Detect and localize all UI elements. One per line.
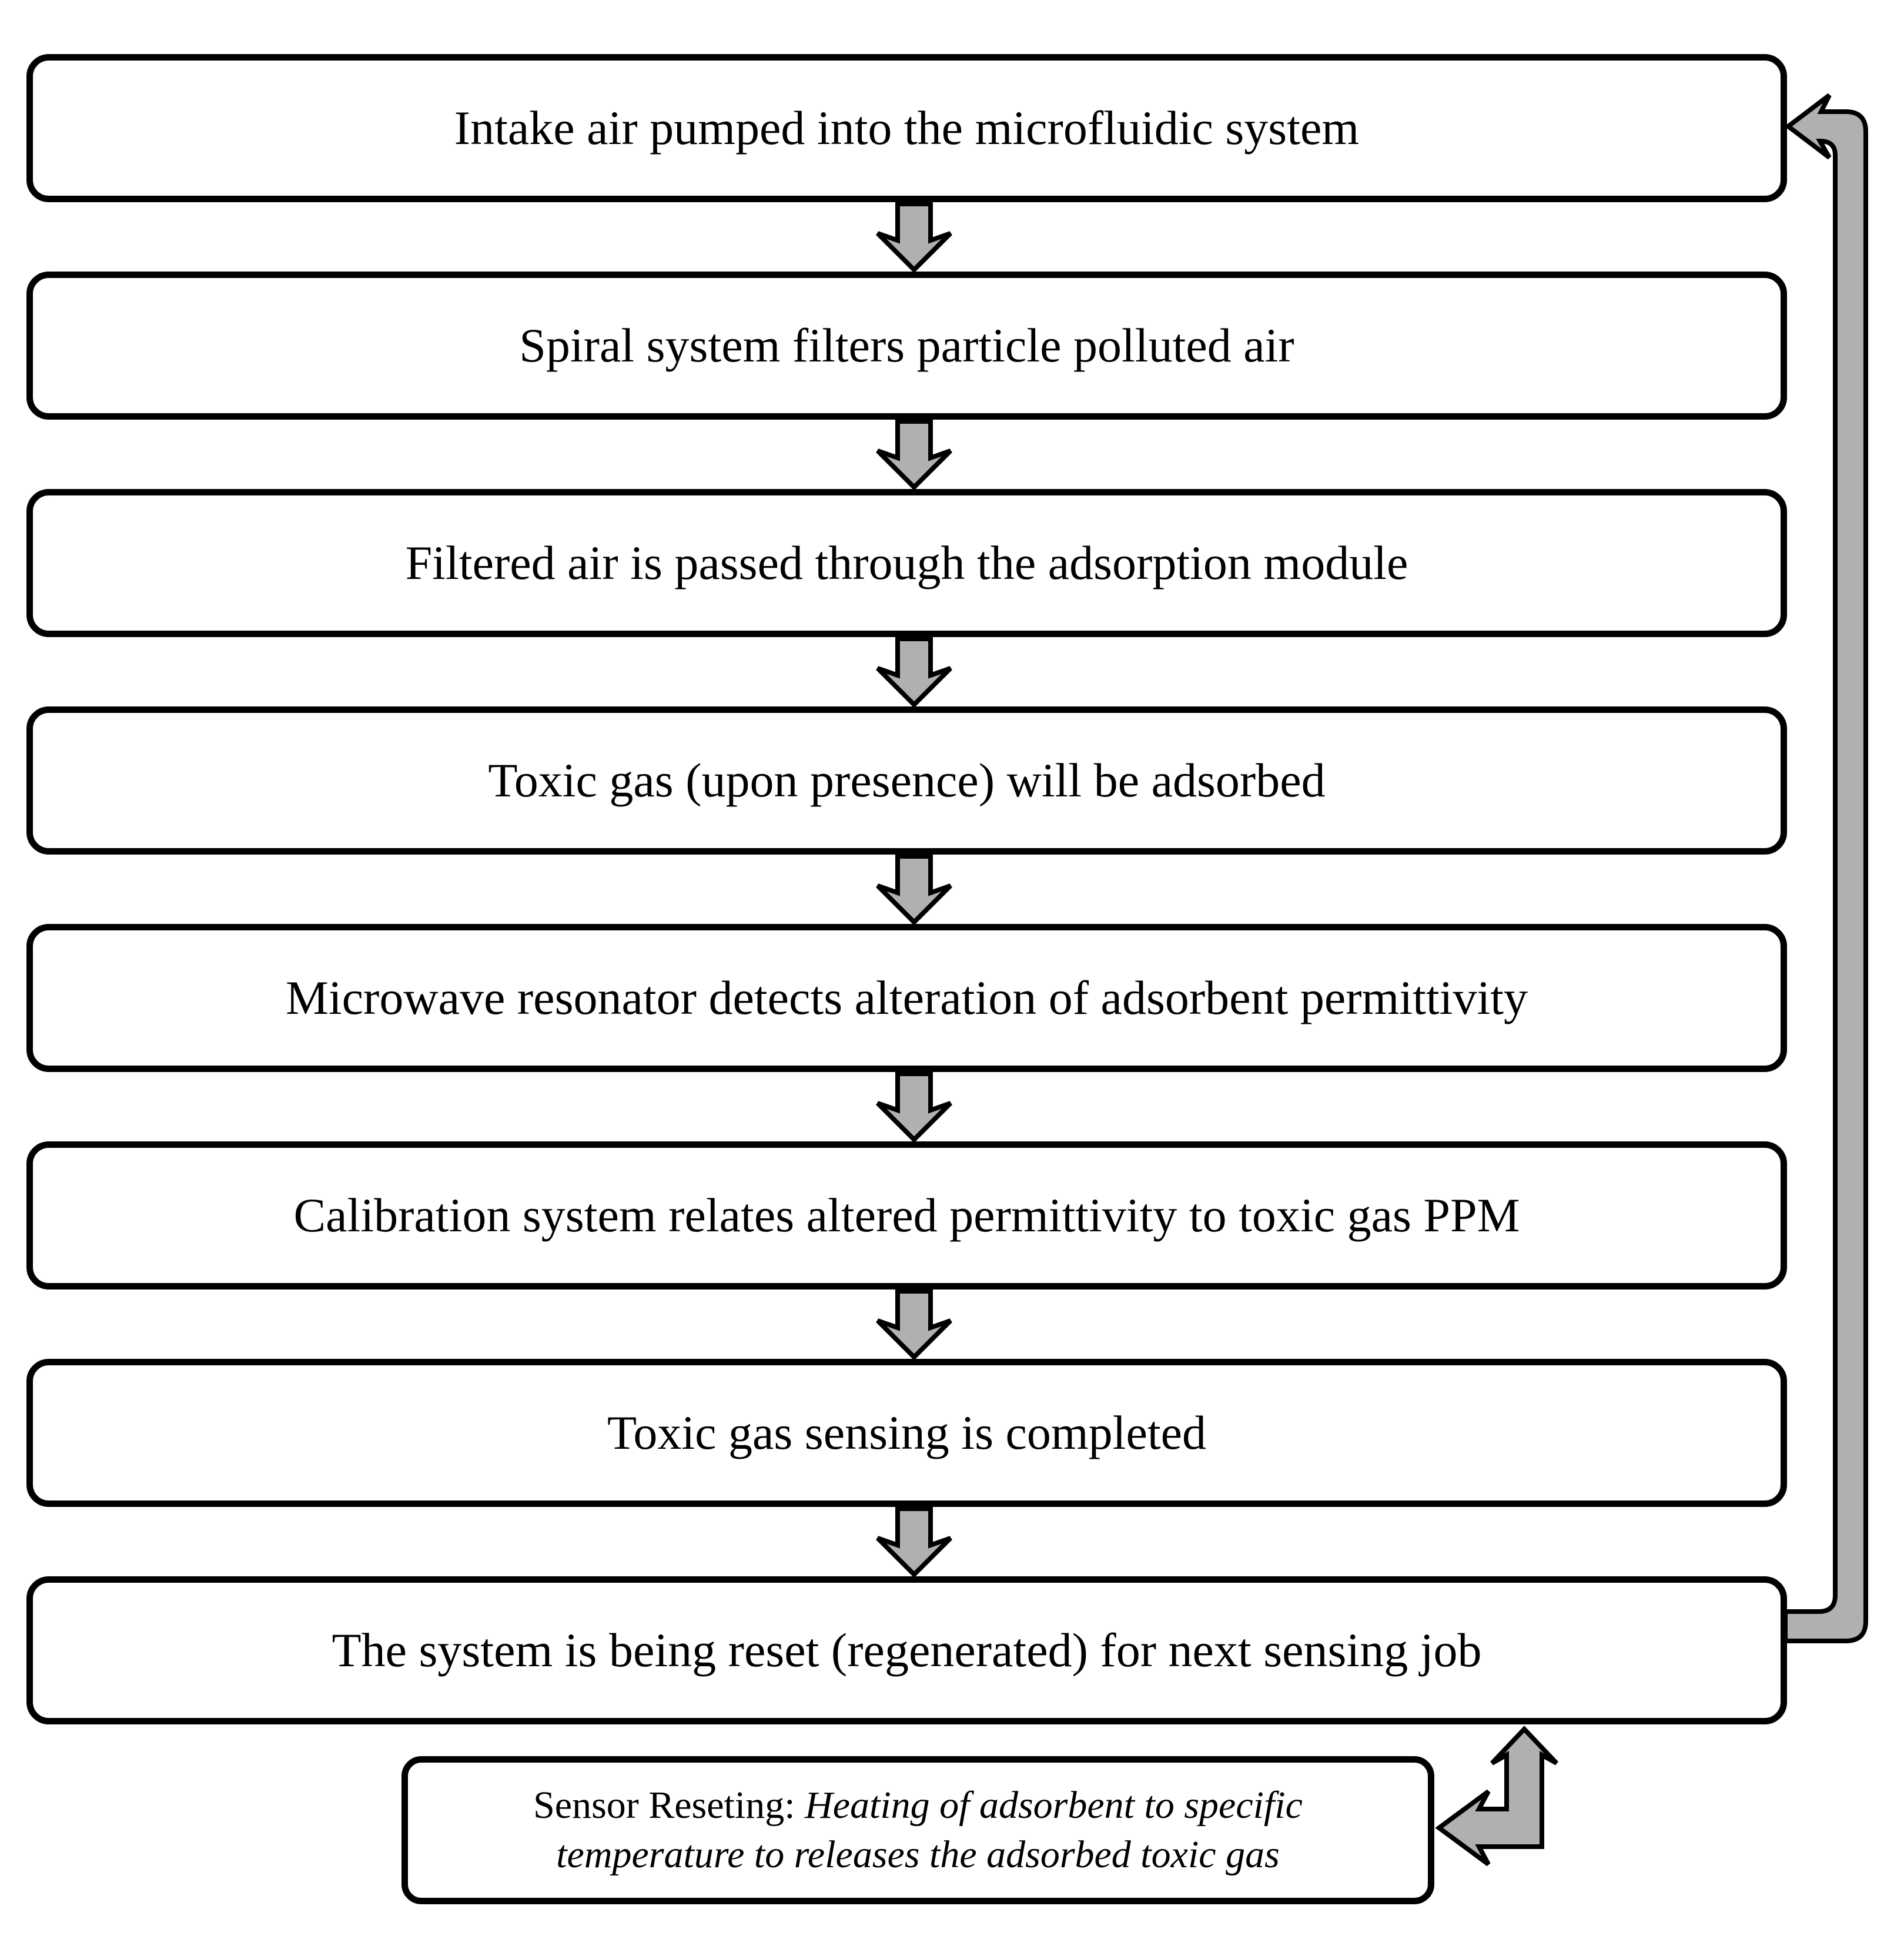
reset-note-italic-1: Heating of adsorbent to specific xyxy=(805,1783,1303,1827)
flow-step-1: Intake air pumped into the microfluidic … xyxy=(26,54,1787,202)
flow-step-8: The system is being reset (regenerated) … xyxy=(26,1576,1787,1724)
flow-step-label: Filtered air is passed through the adsor… xyxy=(405,535,1408,589)
feedback-loop-arrow-icon xyxy=(1783,93,1868,1643)
flow-step-4: Toxic gas (upon presence) will be adsorb… xyxy=(26,706,1787,855)
flow-step-label: Spiral system filters particle polluted … xyxy=(519,318,1294,372)
flow-step-label: Calibration system relates altered permi… xyxy=(293,1188,1520,1242)
reset-note-line-1: Sensor Reseting: Heating of adsorbent to… xyxy=(533,1781,1303,1830)
down-arrow-icon xyxy=(876,202,952,273)
flow-step-label: Toxic gas (upon presence) will be adsorb… xyxy=(488,753,1326,807)
reset-note-prefix: Sensor Reseting: xyxy=(533,1783,805,1827)
down-arrow-icon xyxy=(876,1289,952,1361)
reset-note-line-2: temperature to releases the adsorbed tox… xyxy=(556,1830,1280,1880)
flow-step-label: Microwave resonator detects alteration o… xyxy=(285,970,1528,1024)
flow-step-label: The system is being reset (regenerated) … xyxy=(332,1623,1482,1677)
flow-step-7: Toxic gas sensing is completed xyxy=(26,1359,1787,1507)
reset-elbow-arrow-icon xyxy=(1435,1726,1558,1867)
flow-step-2: Spiral system filters particle polluted … xyxy=(26,272,1787,420)
flow-step-6: Calibration system relates altered permi… xyxy=(26,1141,1787,1289)
flow-step-5: Microwave resonator detects alteration o… xyxy=(26,924,1787,1072)
reset-note-italic-2: temperature to releases the adsorbed tox… xyxy=(556,1833,1280,1876)
down-arrow-icon xyxy=(876,1506,952,1578)
flow-step-label: Toxic gas sensing is completed xyxy=(607,1405,1207,1459)
down-arrow-icon xyxy=(876,419,952,491)
flow-step-3: Filtered air is passed through the adsor… xyxy=(26,489,1787,637)
sensor-reset-note-box: Sensor Reseting: Heating of adsorbent to… xyxy=(401,1756,1434,1904)
down-arrow-icon xyxy=(876,637,952,708)
down-arrow-icon xyxy=(876,1071,952,1143)
down-arrow-icon xyxy=(876,854,952,926)
flow-step-label: Intake air pumped into the microfluidic … xyxy=(454,101,1360,155)
